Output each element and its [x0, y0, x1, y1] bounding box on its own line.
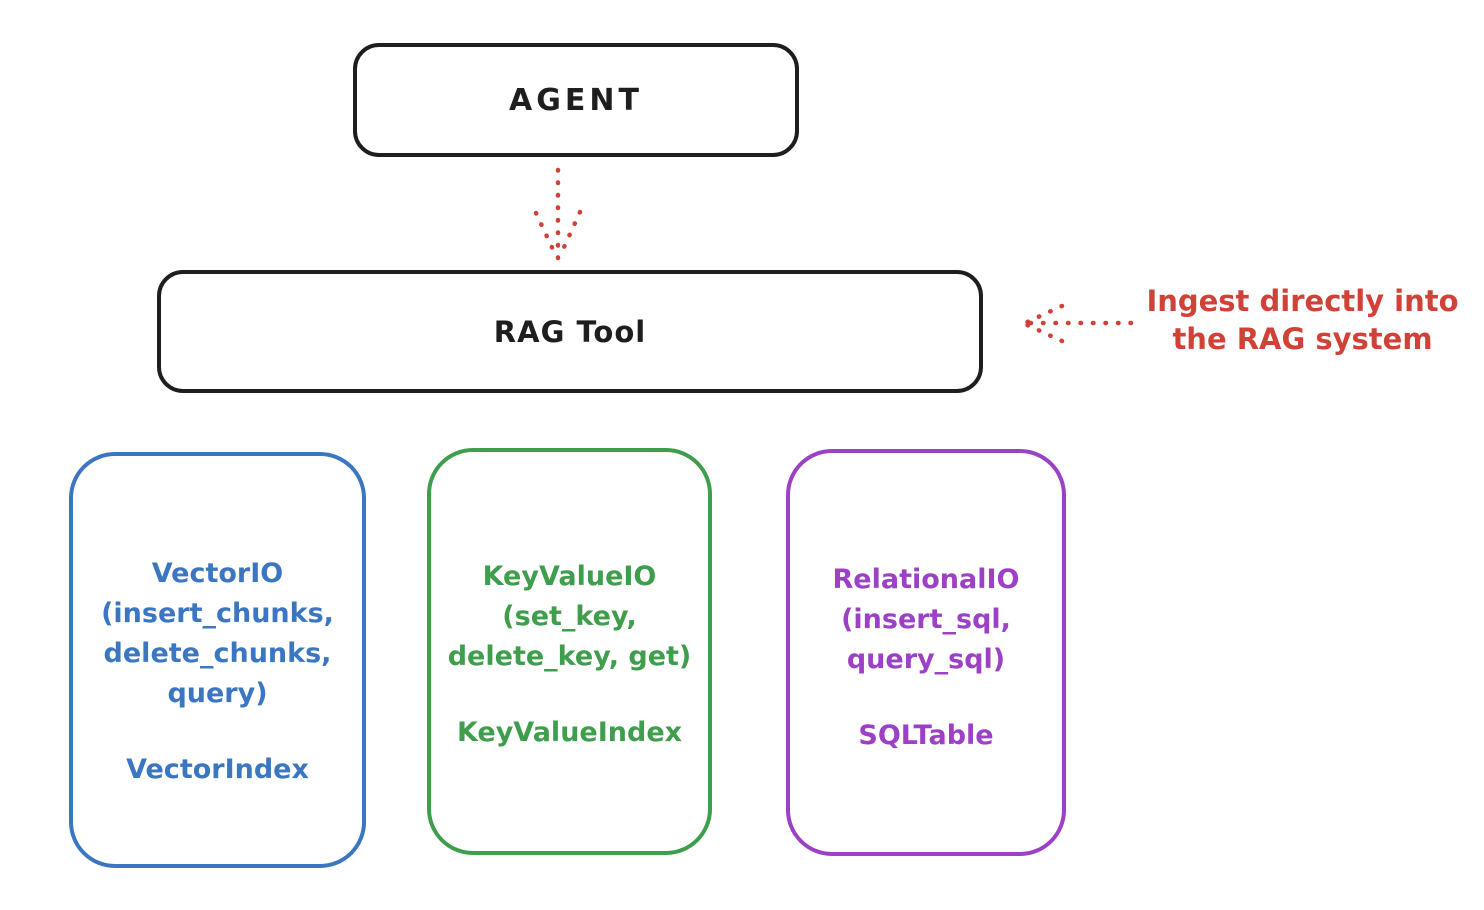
- relational-io-title: RelationalIO: [832, 564, 1020, 595]
- vector-io-methods-line1: (insert_chunks,: [101, 598, 334, 629]
- rag-tool-node-label: RAG Tool: [493, 314, 647, 349]
- ingest-to-rag-dotted-arrow: [1022, 303, 1134, 344]
- agent-node-label: AGENT: [509, 82, 643, 118]
- vector-io-node: VectorIO (insert_chunks, delete_chunks, …: [69, 452, 366, 868]
- relational-io-methods-line1: (insert_sql,: [841, 604, 1011, 635]
- keyvalue-io-methods-line2: delete_key, get): [447, 641, 692, 672]
- agent-node: AGENT: [353, 43, 799, 157]
- vector-index-label: VectorIndex: [126, 754, 309, 785]
- ingest-annotation-line1: Ingest directly into: [1146, 284, 1459, 318]
- ingest-annotation-line2: the RAG system: [1172, 322, 1433, 356]
- sqltable-label: SQLTable: [858, 720, 994, 751]
- vector-io-methods-line2: delete_chunks,: [103, 638, 332, 669]
- rag-tool-node: RAG Tool: [157, 270, 983, 393]
- keyvalue-io-title: KeyValueIO: [482, 561, 657, 592]
- keyvalue-index-label: KeyValueIndex: [456, 717, 683, 748]
- vector-io-title: VectorIO: [151, 558, 284, 589]
- keyvalue-io-methods-line1: (set_key,: [502, 601, 637, 632]
- ingest-annotation: Ingest directly into the RAG system: [1130, 282, 1475, 358]
- relational-io-node: RelationalIO (insert_sql, query_sql) SQL…: [786, 449, 1066, 856]
- relational-io-methods-line2: query_sql): [846, 644, 1006, 675]
- vector-io-methods-line3: query): [167, 678, 268, 709]
- keyvalue-io-node: KeyValueIO (set_key, delete_key, get) Ke…: [427, 448, 712, 855]
- agent-to-rag-dotted-arrow: [533, 167, 583, 261]
